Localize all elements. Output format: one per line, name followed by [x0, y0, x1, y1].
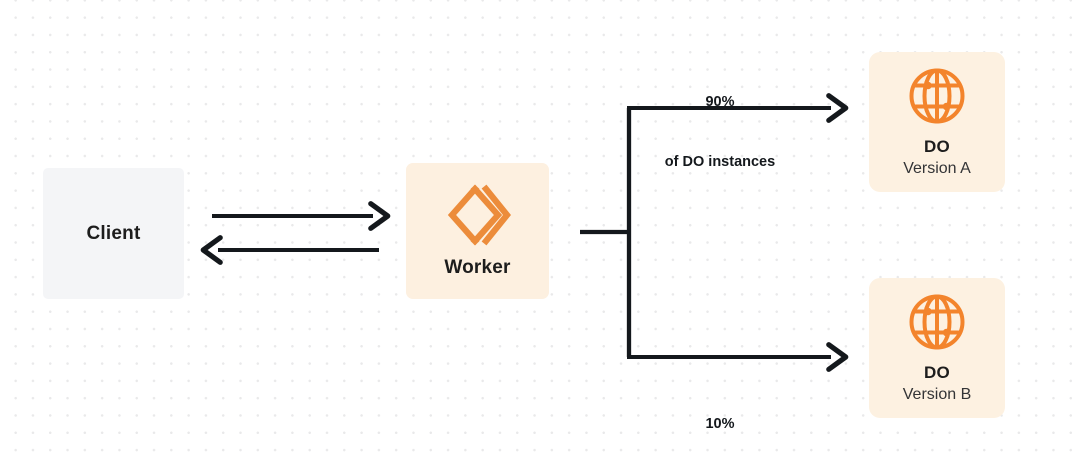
node-do-version-a-label: DO — [924, 136, 950, 156]
node-do-version-b[interactable]: DO Version B — [869, 278, 1005, 418]
edge-label-do-a-percent: 90% — [705, 94, 735, 110]
node-do-version-a-sublabel: Version A — [903, 159, 971, 177]
node-do-version-b-sublabel: Version B — [902, 385, 972, 403]
edge-label-do-b-percent: 10% — [705, 416, 735, 432]
edge-label-do-a-caption: of DO instances — [664, 154, 776, 170]
node-do-version-b-label: DO — [924, 362, 950, 382]
node-worker[interactable]: Worker — [406, 163, 549, 299]
edge-label-do-b: 10% of DO instances — [620, 374, 820, 452]
edge-label-do-a: 90% of DO instances — [620, 52, 820, 212]
node-client[interactable]: Client — [43, 168, 184, 299]
cloudflare-workers-icon — [445, 184, 511, 246]
node-client-label: Client — [86, 222, 141, 244]
globe-icon — [908, 67, 966, 125]
node-worker-label: Worker — [444, 256, 511, 278]
node-do-version-a[interactable]: DO Version A — [869, 52, 1005, 192]
globe-icon — [908, 293, 966, 351]
